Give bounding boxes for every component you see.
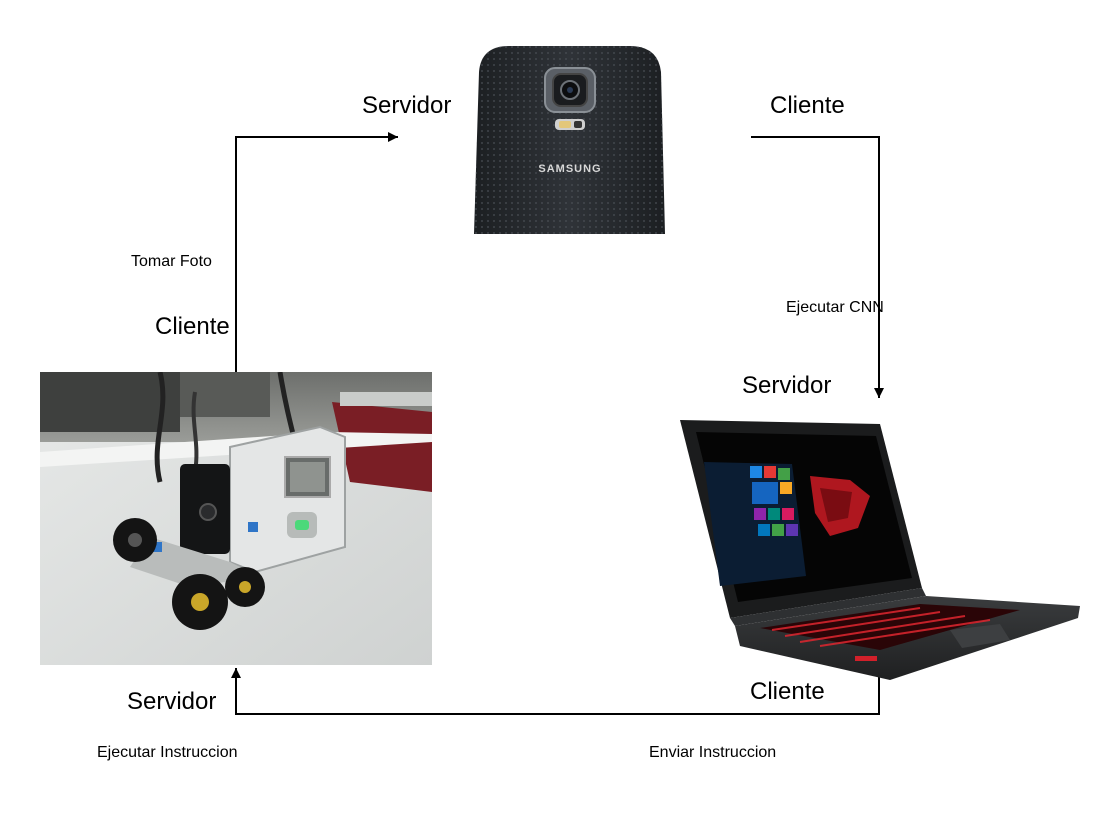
robot-image — [40, 372, 432, 665]
edge-label-run-cnn: Ejecutar CNN — [786, 299, 884, 316]
edge-label-execute-instruction: Ejecutar Instruccion — [97, 744, 238, 761]
arrow-laptop-to-robot — [231, 668, 880, 715]
laptop-label-client: Cliente — [750, 678, 825, 705]
phone-brand: SAMSUNG — [538, 163, 601, 175]
edge-label-send-instruction: Enviar Instruccion — [649, 744, 777, 761]
phone-image: SAMSUNG — [473, 44, 666, 234]
arrow-robot-to-phone — [235, 132, 398, 372]
laptop-label-server: Servidor — [742, 372, 832, 399]
phone-label-client: Cliente — [770, 92, 845, 119]
robot-label-server: Servidor — [127, 688, 217, 715]
phone-label-server: Servidor — [362, 92, 452, 119]
edge-label-take-photo: Tomar Foto — [131, 253, 212, 270]
arrow-phone-to-laptop — [751, 136, 884, 398]
laptop-image — [680, 418, 1080, 683]
robot-label-client: Cliente — [155, 313, 230, 340]
